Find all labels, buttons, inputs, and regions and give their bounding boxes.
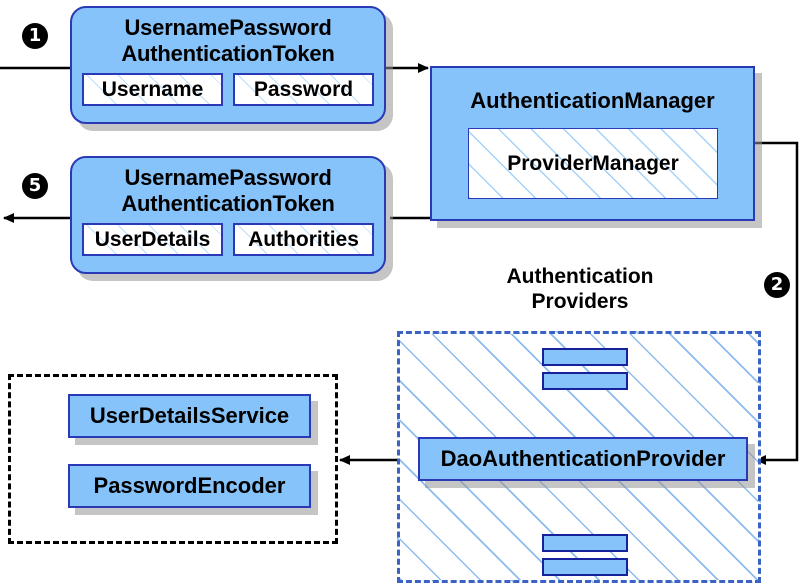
response-token-slot-userdetails: UserDetails <box>82 223 223 256</box>
response-authentication-token-card: UsernamePassword AuthenticationToken Use… <box>70 156 386 274</box>
user-details-service-title: UserDetailsService <box>89 403 290 428</box>
provider-manager-box: ProviderManager <box>468 128 718 199</box>
authentication-manager-title: AuthenticationManager <box>470 88 715 113</box>
authentication-providers-label-line1: Authentication <box>506 265 654 288</box>
dao-authentication-provider-title: DaoAuthenticationProvider <box>440 446 726 471</box>
request-token-title-line2: AuthenticationToken <box>121 41 335 66</box>
authentication-providers-label: Authentication Providers <box>455 264 705 314</box>
other-provider-bar-1 <box>542 348 628 366</box>
other-provider-bar-4 <box>542 558 628 576</box>
request-token-title-line1: UsernamePassword <box>124 15 332 40</box>
step-badge-1: 1 <box>22 23 48 49</box>
response-token-title-line1: UsernamePassword <box>124 165 332 190</box>
request-token-slots: Username Password <box>72 73 384 106</box>
connector-manager-to-providers <box>755 141 799 465</box>
step-badge-5: 5 <box>22 173 48 199</box>
other-provider-bar-2 <box>542 372 628 390</box>
response-token-slots: UserDetails Authorities <box>72 223 384 256</box>
other-provider-bar-3 <box>542 534 628 552</box>
authentication-providers-label-line2: Providers <box>531 290 629 313</box>
request-token-slot-password: Password <box>233 73 374 106</box>
response-token-title-line2: AuthenticationToken <box>121 191 335 216</box>
password-encoder-card: PasswordEncoder <box>68 464 311 508</box>
authentication-manager-card: AuthenticationManager ProviderManager <box>430 66 755 221</box>
user-details-service-card: UserDetailsService <box>68 394 311 438</box>
response-token-title: UsernamePassword AuthenticationToken <box>72 158 384 217</box>
dao-authentication-provider-card: DaoAuthenticationProvider <box>418 437 748 481</box>
request-token-slot-username: Username <box>82 73 223 106</box>
request-token-title: UsernamePassword AuthenticationToken <box>72 8 384 67</box>
request-authentication-token-card: UsernamePassword AuthenticationToken Use… <box>70 6 386 124</box>
response-token-slot-authorities: Authorities <box>233 223 374 256</box>
step-badge-2: 2 <box>764 272 790 298</box>
password-encoder-title: PasswordEncoder <box>93 473 286 498</box>
